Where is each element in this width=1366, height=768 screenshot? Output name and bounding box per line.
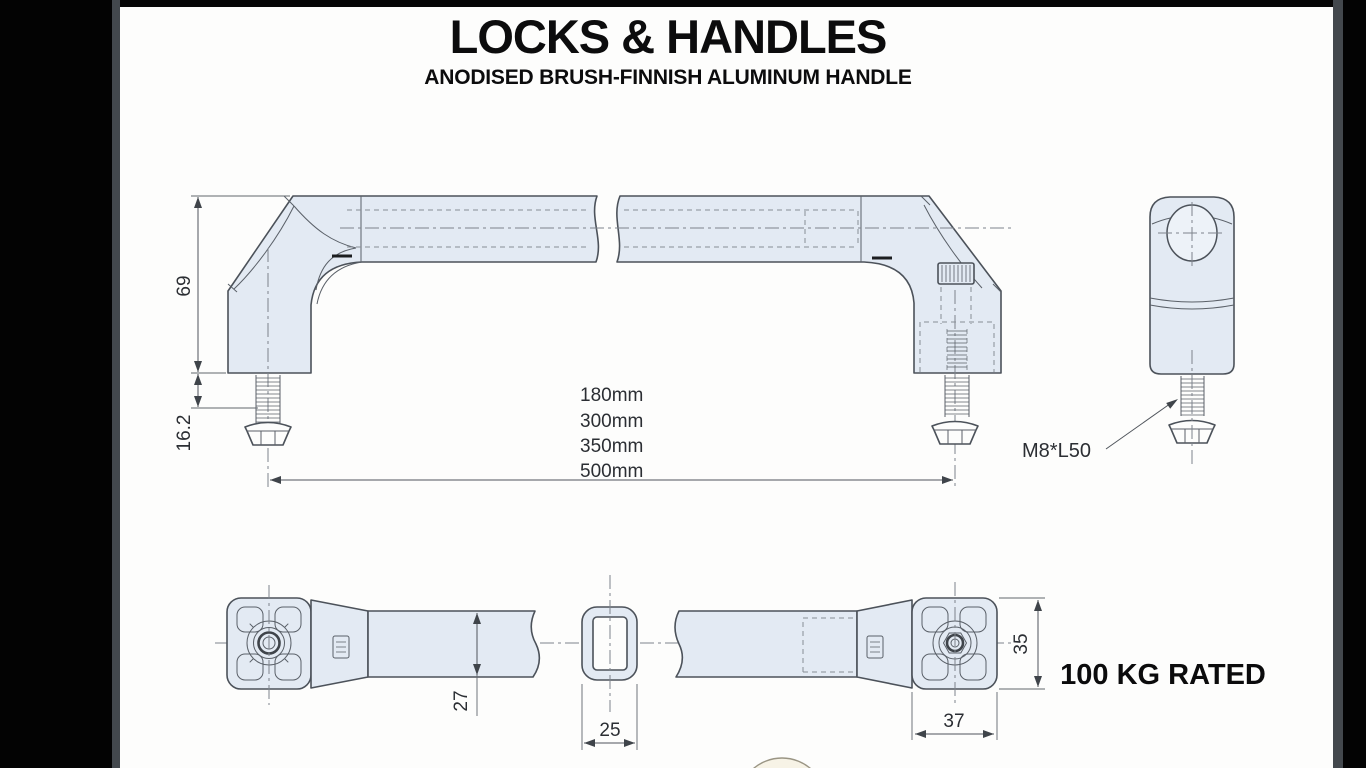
bolt-pocket-hidden bbox=[919, 321, 995, 372]
page-subtitle: ANODISED BRUSH-FINNISH ALUMINUM HANDLE bbox=[424, 66, 912, 90]
bottom-badge-arc bbox=[752, 757, 812, 768]
plan-right-pad bbox=[911, 582, 998, 706]
dim-stud-162: 16.2 bbox=[174, 415, 195, 452]
right-nut bbox=[931, 420, 979, 445]
plan-view-drawing bbox=[215, 575, 1015, 712]
length-option-1: 180mm bbox=[580, 385, 643, 406]
left-nut bbox=[244, 421, 292, 446]
left-corner-facets bbox=[227, 195, 363, 305]
right-stud bbox=[944, 375, 970, 417]
rating-label: 100 KG RATED bbox=[1060, 659, 1266, 691]
plan-right-bar bbox=[674, 610, 858, 678]
length-option-2: 300mm bbox=[580, 411, 643, 432]
plan-left-pad bbox=[226, 585, 312, 705]
dim-tube-25: 25 bbox=[599, 720, 620, 741]
page-header: LOCKS & HANDLES ANODISED BRUSH-FINNISH A… bbox=[0, 12, 1336, 90]
tube-cross-section bbox=[581, 575, 638, 712]
dim-bar-27: 27 bbox=[451, 690, 472, 711]
left-neck-stamp bbox=[332, 635, 350, 659]
length-option-3: 350mm bbox=[580, 436, 643, 457]
dimensions: 69 16.2 180mm 300mm 350mm 500mm M8*L50 2… bbox=[174, 195, 1178, 750]
front-view-drawing bbox=[227, 195, 1012, 487]
plan-left-neck bbox=[310, 599, 369, 689]
right-corner-facets bbox=[860, 195, 1002, 293]
bolt-spec-label: M8*L50 bbox=[1022, 440, 1091, 462]
left-letterbox-edge bbox=[112, 0, 120, 768]
handle-left-piece bbox=[227, 195, 600, 374]
handle-right-piece bbox=[616, 195, 1002, 374]
top-letterbox-strip bbox=[0, 0, 1366, 7]
tube-hidden-lines bbox=[347, 209, 859, 248]
left-stud bbox=[255, 375, 281, 423]
plan-hidden-pocket bbox=[802, 617, 857, 673]
dim-pad-width-37: 37 bbox=[943, 711, 964, 732]
dim-pad-height-35: 35 bbox=[1011, 633, 1032, 654]
left-letterbox-bar bbox=[0, 0, 112, 768]
screw-head bbox=[937, 262, 975, 324]
right-neck-stamp bbox=[866, 635, 884, 659]
dim-height-69: 69 bbox=[174, 275, 195, 296]
side-view-drawing bbox=[1149, 196, 1235, 465]
page-title: LOCKS & HANDLES bbox=[449, 10, 888, 63]
plan-right-neck bbox=[856, 599, 913, 689]
side-waist-lines bbox=[1149, 297, 1235, 310]
right-hidden-thread bbox=[946, 329, 968, 371]
right-letterbox-bar bbox=[1343, 0, 1366, 768]
plan-left-bar bbox=[367, 610, 541, 678]
length-option-4: 500mm bbox=[580, 461, 643, 482]
right-letterbox-edge bbox=[1333, 0, 1343, 768]
